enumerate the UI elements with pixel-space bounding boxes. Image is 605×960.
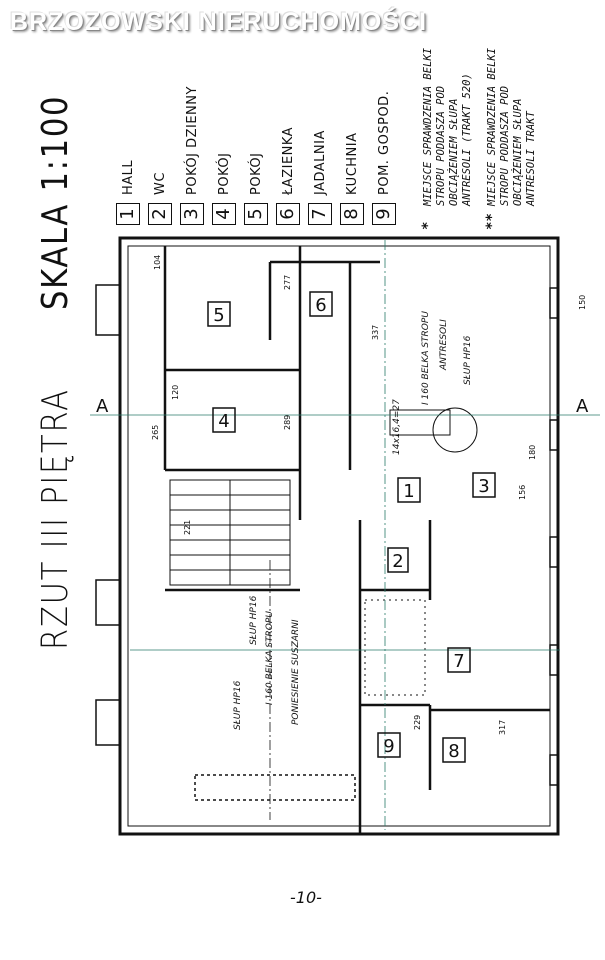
dimension-label: 317 [498,720,507,735]
outer-wall [118,236,560,836]
windows-right [549,287,559,786]
axis-lines [90,240,600,830]
stairs-label: 14x16,4=27 [392,399,402,455]
beam-label: PONIESIENIE SUSZARNI [291,619,301,725]
room-number-boxes [207,291,496,763]
kitchen-unit [364,599,426,696]
dimension-label: 289 [283,415,292,430]
inner-wall-line [127,245,551,827]
interior-walls [163,246,550,834]
dimension-label: 156 [518,485,527,500]
bay-window [95,579,121,626]
beam-label: I 160 BELKA STROPU [265,611,275,705]
room-number: 6 [315,295,326,316]
dimension-label: 277 [283,275,292,290]
beam-label: ANTRESOLI [439,319,449,371]
dimension-label: 120 [171,385,180,400]
section-marker-left: A [96,396,109,417]
dimension-label: 104 [153,255,162,270]
room-number: 9 [383,736,394,757]
post-label: SŁUP HP16 [233,680,243,730]
post-label: SŁUP HP16 [463,335,473,385]
room-number: 3 [478,476,489,497]
room-number: 5 [213,305,224,326]
room-number: 2 [392,551,403,572]
beam-label: I 160 BELKA STROPU [421,311,431,405]
dimension-label: 265 [151,425,160,440]
bay-window [95,284,121,336]
room-number: 1 [403,481,414,502]
room-number: 7 [453,651,464,672]
room-number: 8 [448,741,459,762]
dimension-label: 229 [413,715,422,730]
dimension-label: 337 [371,325,380,340]
radiator-strip [194,774,356,801]
watermark: BRZOZOWSKI NIERUCHOMOŚCI [10,8,428,36]
dimension-label: 150 [578,295,587,310]
page-number: -10- [290,888,322,907]
post-label: SŁUP HP16 [249,595,259,645]
spiral-stair [389,407,478,453]
room-number: 4 [218,411,229,432]
dimension-label: 221 [183,520,192,535]
section-marker-right: A [576,396,589,417]
staircase [169,479,291,586]
dimension-label: 180 [528,445,537,460]
bay-window [95,699,121,746]
